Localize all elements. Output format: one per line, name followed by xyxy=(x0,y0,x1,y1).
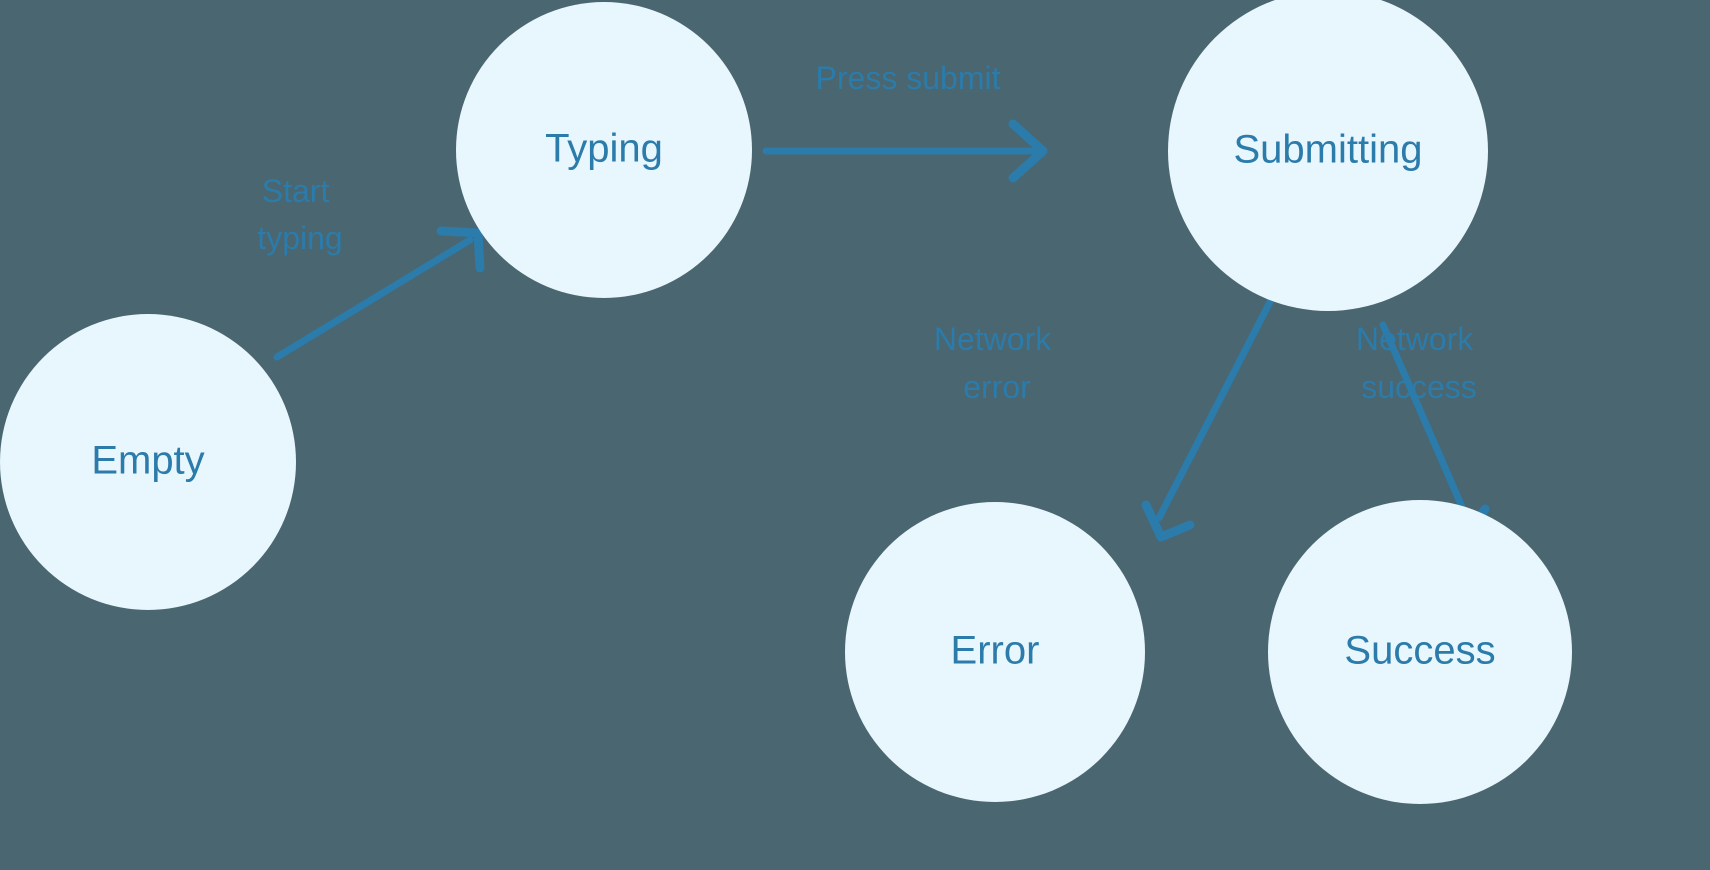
edge-typing-to-submitting-label: Press submit xyxy=(816,60,1001,96)
edge-submitting-to-error-arrowhead xyxy=(1141,500,1195,542)
edge-empty-to-typing-label-line-1: Start xyxy=(262,173,330,209)
edge-submitting-to-error-label-line-2: error xyxy=(963,369,1031,405)
state-node-typing[interactable]: Typing xyxy=(456,2,752,298)
edge-empty-to-typing: Start typing xyxy=(257,173,485,361)
state-node-success-circle[interactable] xyxy=(1268,500,1572,804)
state-node-empty-circle[interactable] xyxy=(0,314,296,610)
state-node-error-label: Error xyxy=(951,629,1040,673)
edge-submitting-to-error: Network error xyxy=(934,296,1275,542)
state-node-empty-label: Empty xyxy=(91,439,204,483)
state-node-empty[interactable]: Empty xyxy=(0,314,296,610)
state-node-success[interactable]: Success xyxy=(1268,500,1572,804)
state-node-submitting[interactable]: Submitting xyxy=(1168,0,1488,311)
edge-empty-to-typing-arrowhead xyxy=(436,226,485,273)
edge-submitting-to-success-line xyxy=(1379,321,1470,520)
edge-typing-to-submitting: Press submit xyxy=(762,60,1048,183)
edge-submitting-to-success-label-line-1: Network xyxy=(1356,321,1474,357)
state-node-submitting-circle[interactable] xyxy=(1168,0,1488,311)
edge-typing-to-submitting-label-line-1: Press submit xyxy=(816,60,1001,96)
state-node-error-circle[interactable] xyxy=(845,502,1145,802)
edge-submitting-to-success-label: Network success xyxy=(1356,321,1482,405)
edge-typing-to-submitting-arrowhead xyxy=(1008,119,1048,183)
edge-submitting-to-error-line xyxy=(1155,296,1275,522)
state-node-error[interactable]: Error xyxy=(845,502,1145,802)
state-node-submitting-label: Submitting xyxy=(1234,128,1423,172)
edge-empty-to-typing-line xyxy=(273,236,474,361)
edge-empty-to-typing-label: Start typing xyxy=(257,173,342,256)
state-node-typing-circle[interactable] xyxy=(456,2,752,298)
state-node-typing-label: Typing xyxy=(545,127,663,171)
edge-empty-to-typing-label-line-2: typing xyxy=(257,220,342,256)
edge-submitting-to-error-label: Network error xyxy=(934,321,1060,405)
edge-submitting-to-error-label-line-1: Network xyxy=(934,321,1052,357)
edge-submitting-to-success-label-line-2: success xyxy=(1361,369,1477,405)
state-node-success-label: Success xyxy=(1344,629,1495,673)
